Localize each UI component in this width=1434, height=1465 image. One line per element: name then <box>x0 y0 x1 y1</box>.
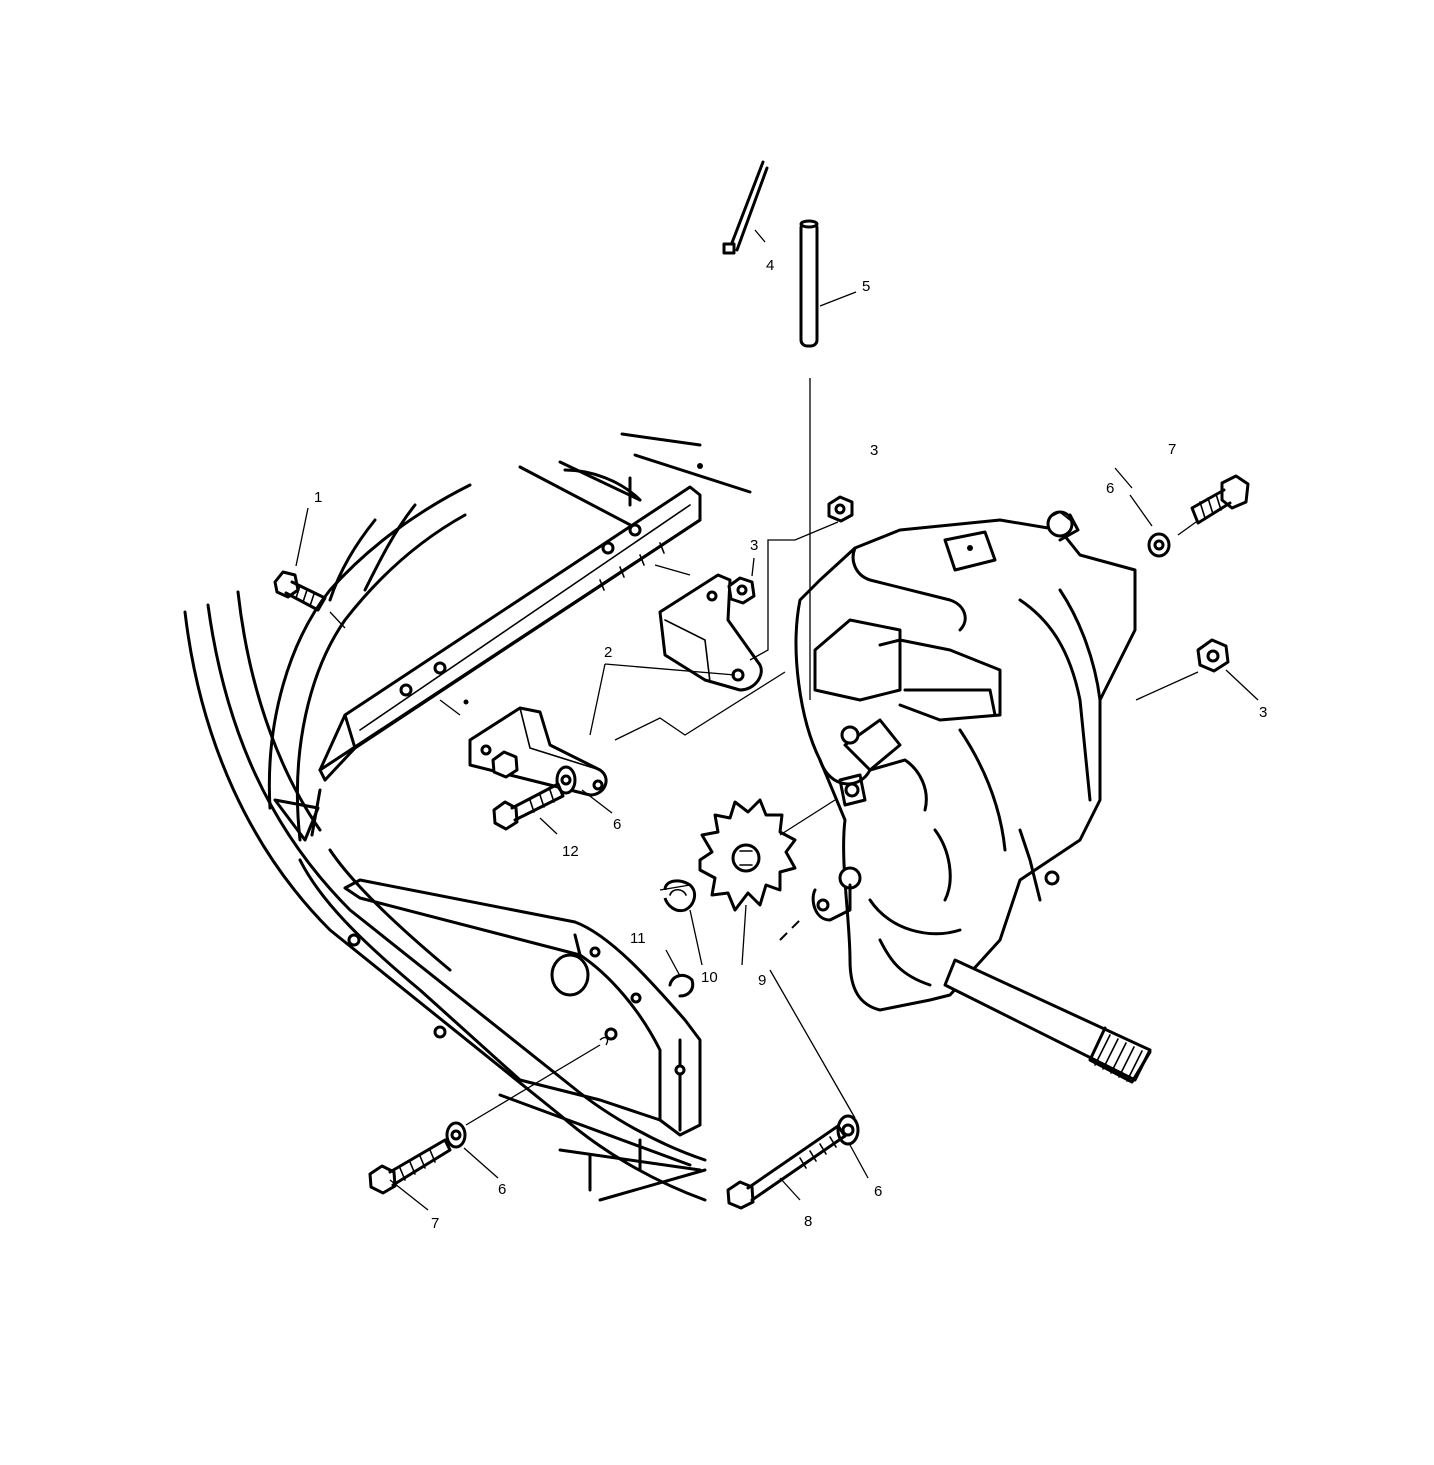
callout-6-top-right: 6 <box>1106 480 1114 497</box>
leader-lines <box>295 229 1259 1211</box>
callout-2: 2 <box>604 644 612 661</box>
callout-labels: 1 2 3 3 3 4 5 6 6 6 6 7 7 8 9 10 11 12 <box>314 257 1267 1232</box>
callout-4: 4 <box>766 257 774 274</box>
callout-12: 12 <box>562 843 579 860</box>
drive-sprocket <box>698 798 797 912</box>
callout-11: 11 <box>630 930 646 947</box>
callout-8: 8 <box>804 1213 812 1230</box>
callout-3-middle: 3 <box>750 537 758 554</box>
callout-3-upper: 3 <box>870 442 878 459</box>
callout-6-middle: 6 <box>613 816 621 833</box>
callout-9: 9 <box>758 972 766 989</box>
callout-10: 10 <box>701 969 718 986</box>
callout-6-lower-right: 6 <box>874 1183 882 1200</box>
frame-assembly <box>183 432 752 1202</box>
callout-5: 5 <box>862 278 870 295</box>
gearcase <box>794 510 1152 1084</box>
callout-1: 1 <box>314 489 322 506</box>
callout-3-right: 3 <box>1259 704 1267 721</box>
fasteners <box>273 160 1250 1210</box>
callout-7-top-right: 7 <box>1168 441 1176 458</box>
callout-7-lower-left: 7 <box>431 1215 439 1232</box>
callout-6-lower-left: 6 <box>498 1181 506 1198</box>
